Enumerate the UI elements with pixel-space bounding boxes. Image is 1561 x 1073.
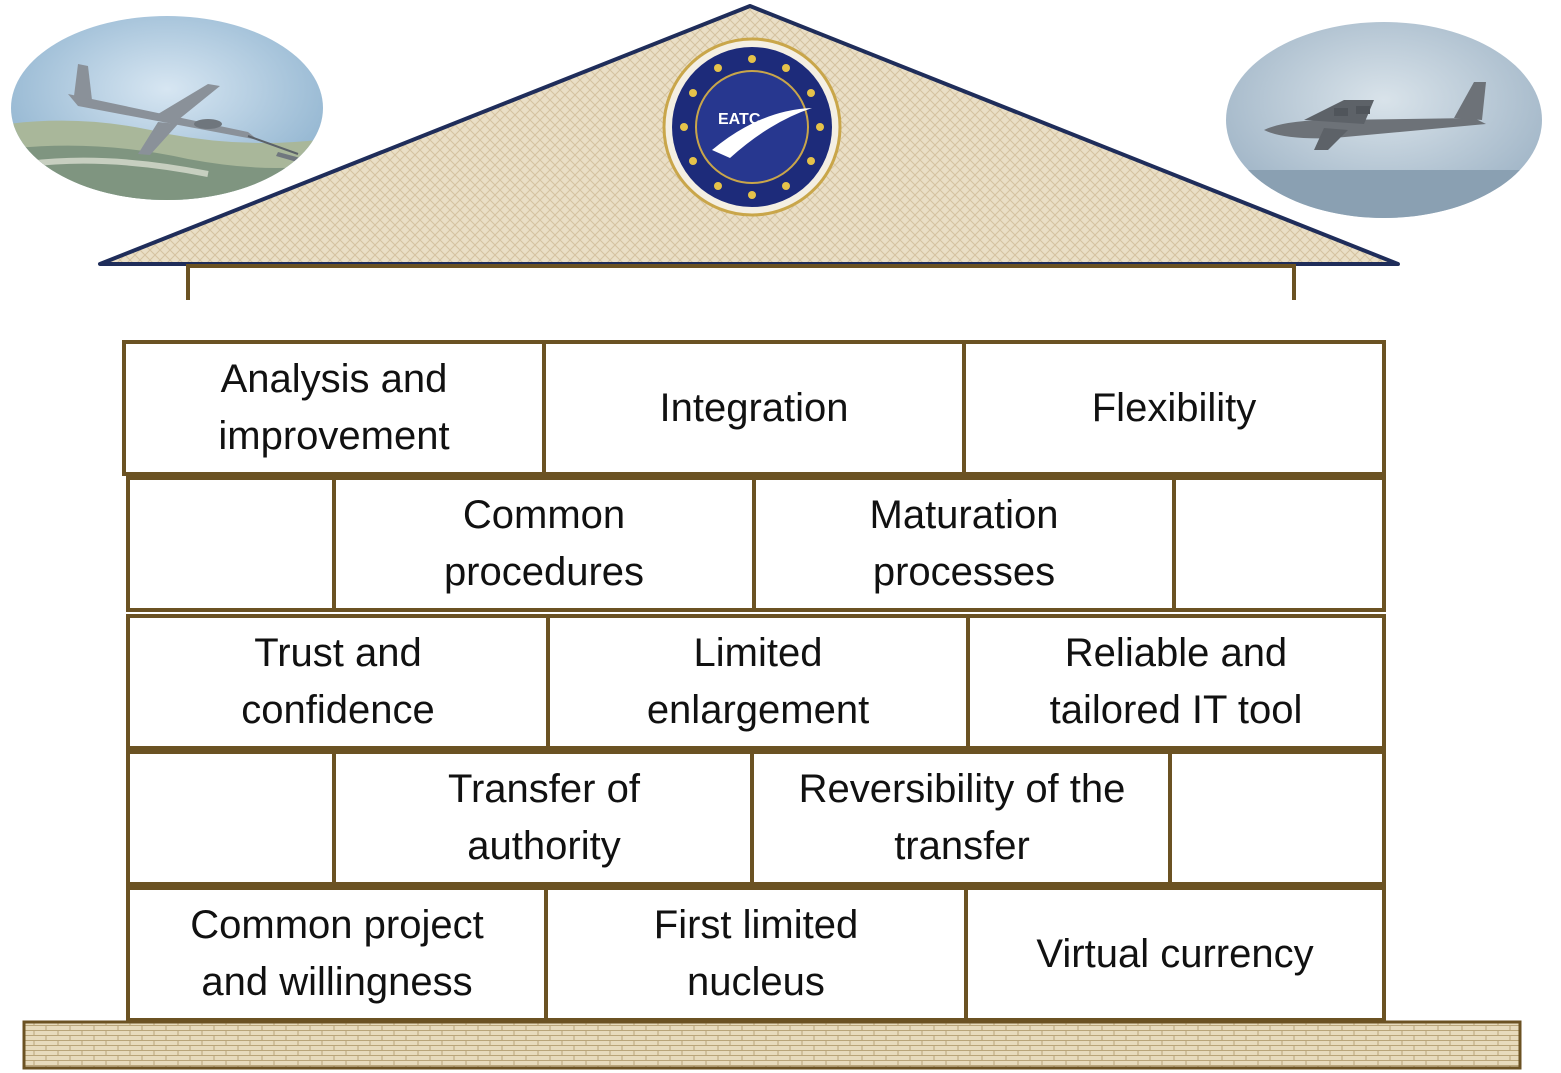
brick-common-procedures: Common procedures	[332, 476, 756, 612]
brick-first-limited-nucleus: First limited nucleus	[544, 886, 968, 1022]
brick-label: Reversibility of the transfer	[798, 767, 1126, 868]
wall-row-1: Analysis and improvement Integration Fle…	[122, 340, 1386, 476]
wall-row-5: Common project and willingness First lim…	[122, 886, 1386, 1022]
brick-label: Transfer of authority	[448, 767, 640, 868]
foundation-slab	[22, 1020, 1522, 1070]
brick-label: Virtual currency	[1036, 931, 1314, 976]
brick-limited-enlargement: Limited enlargement	[546, 614, 970, 750]
brick-label: Integration	[659, 385, 849, 430]
brick-virtual-currency: Virtual currency	[964, 886, 1386, 1022]
transport-aircraft-photo	[1226, 22, 1542, 218]
brick-blank-right	[1168, 750, 1386, 886]
wall-row-4: Transfer of authority Reversibility of t…	[122, 750, 1386, 886]
brick-integration: Integration	[542, 340, 966, 476]
brick-reversibility-of-transfer: Reversibility of the transfer	[750, 750, 1174, 886]
brick-label: Analysis and improvement	[218, 357, 450, 458]
brick-maturation-processes: Maturation processes	[752, 476, 1176, 612]
house-roof: EATC	[98, 4, 1400, 300]
brick-label: Flexibility	[1091, 385, 1257, 430]
brick-label: Reliable and tailored IT tool	[1049, 631, 1303, 732]
brick-trust-and-confidence: Trust and confidence	[126, 614, 550, 750]
brick-blank-left	[126, 476, 340, 612]
brick-common-project: Common project and willingness	[126, 886, 548, 1022]
refuelling-aircraft-photo	[11, 16, 323, 200]
brick-label: First limited nucleus	[653, 903, 859, 1004]
brick-label: Trust and confidence	[241, 631, 435, 732]
brick-label: Common procedures	[443, 493, 645, 594]
brick-analysis-and-improvement: Analysis and improvement	[122, 340, 546, 476]
wall-row-2: Common procedures Maturation processes	[122, 476, 1386, 612]
brick-reliable-it-tool: Reliable and tailored IT tool	[966, 614, 1386, 750]
wall-row-3: Trust and confidence Limited enlargement…	[122, 614, 1386, 750]
brick-blank-left	[126, 750, 340, 886]
eatc-emblem-icon: EATC	[662, 37, 842, 217]
eatc-logo-text: EATC	[718, 111, 761, 128]
brick-label: Maturation processes	[869, 493, 1059, 594]
brick-flexibility: Flexibility	[962, 340, 1386, 476]
brick-blank-right	[1172, 476, 1386, 612]
brick-label: Common project and willingness	[190, 903, 484, 1004]
brick-label: Limited enlargement	[646, 631, 870, 732]
brick-transfer-of-authority: Transfer of authority	[332, 750, 756, 886]
